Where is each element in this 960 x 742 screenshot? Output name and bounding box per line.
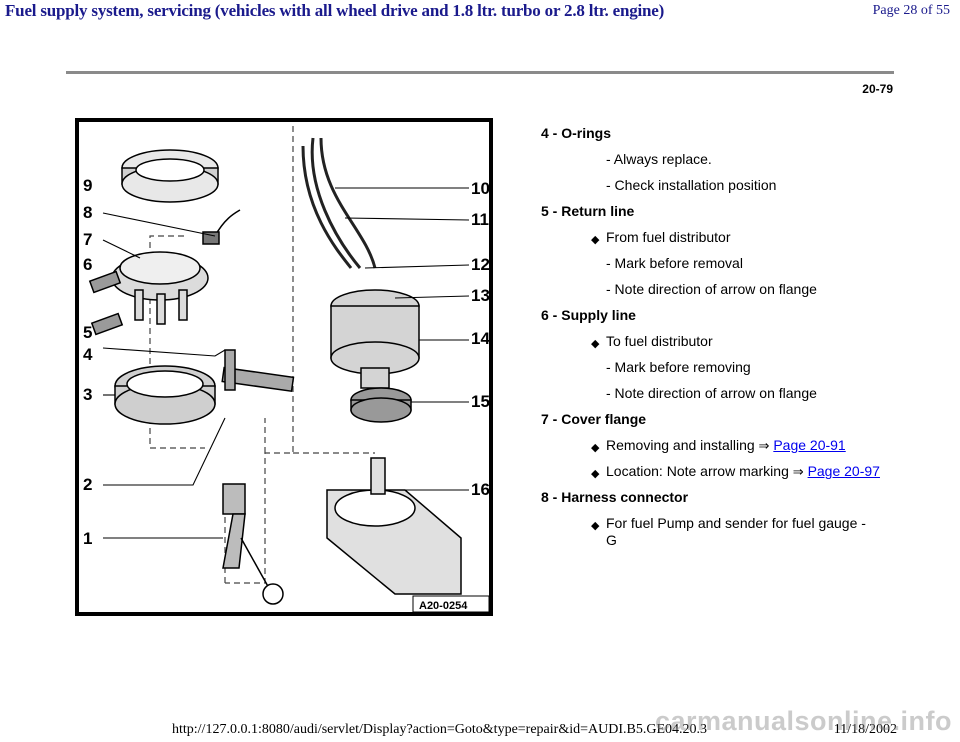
instruction-line: - Always replace. bbox=[606, 151, 712, 167]
diamond-bullet-icon: ◆ bbox=[591, 520, 600, 532]
item-heading: 5 - Return line bbox=[541, 203, 635, 219]
footer-url: http://127.0.0.1:8080/audi/servlet/Displ… bbox=[172, 722, 707, 737]
instruction-line: - Check installation position bbox=[606, 177, 777, 193]
callout-10: 10 bbox=[471, 179, 490, 198]
footer-date: 11/18/2002 bbox=[833, 722, 897, 737]
callout-11: 11 bbox=[471, 210, 489, 229]
callout-8: 8 bbox=[83, 203, 92, 222]
callout-4: 4 bbox=[83, 345, 93, 364]
diamond-bullet-icon: ◆ bbox=[591, 338, 600, 350]
callout-12: 12 bbox=[471, 255, 490, 274]
item-heading: 6 - Supply line bbox=[541, 307, 636, 323]
page-link-20-91[interactable]: Page 20-91 bbox=[773, 437, 846, 453]
callout-3: 3 bbox=[83, 385, 92, 404]
bullet-line: ◆To fuel distributor bbox=[589, 333, 901, 350]
legend-list: 4 - O-rings - Always replace. - Check in… bbox=[541, 125, 901, 558]
ring-nut-part bbox=[121, 149, 219, 203]
bullet-line: ◆Location: Note arrow marking ⇒ Page 20-… bbox=[589, 463, 901, 480]
callout-6: 6 bbox=[83, 255, 92, 274]
bullet-line: ◆Removing and installing ⇒ Page 20-91 bbox=[589, 437, 901, 454]
instruction-line: - Note direction of arrow on flange bbox=[606, 385, 817, 401]
callout-5: 5 bbox=[83, 323, 92, 342]
item-heading: 8 - Harness connector bbox=[541, 489, 689, 505]
diamond-bullet-icon: ◆ bbox=[591, 468, 600, 480]
document-title: Fuel supply system, servicing (vehicles … bbox=[5, 1, 665, 20]
instruction-line: - Mark before removal bbox=[606, 255, 743, 271]
callout-1: 1 bbox=[83, 529, 92, 548]
bullet-line: ◆For fuel Pump and sender for fuel gauge… bbox=[591, 515, 866, 548]
section-page-number: 20-79 bbox=[862, 82, 893, 96]
item-heading: 7 - Cover flange bbox=[541, 411, 647, 427]
callout-16: 16 bbox=[471, 480, 490, 499]
item-heading: 4 - O-rings bbox=[541, 125, 612, 141]
callout-15: 15 bbox=[471, 392, 490, 411]
arrow-right-icon: ⇒ bbox=[792, 464, 804, 479]
instruction-line: - Mark before removing bbox=[606, 359, 751, 375]
callout-2: 2 bbox=[83, 475, 92, 494]
exploded-view-diagram: 1 2 3 4 5 6 7 8 9 10 11 12 13 14 15 16 A… bbox=[75, 118, 493, 616]
header-rule bbox=[66, 71, 894, 74]
callout-7: 7 bbox=[83, 230, 92, 249]
page-link-20-97[interactable]: Page 20-97 bbox=[807, 463, 880, 479]
diamond-bullet-icon: ◆ bbox=[591, 442, 600, 454]
callout-9: 9 bbox=[83, 176, 92, 195]
arrow-right-icon: ⇒ bbox=[758, 438, 770, 453]
bullet-line: ◆From fuel distributor bbox=[589, 229, 901, 246]
callout-14: 14 bbox=[471, 329, 490, 348]
figure-code: A20-0254 bbox=[419, 600, 468, 612]
page-indicator: Page 28 of 55 bbox=[872, 3, 950, 18]
instruction-line: - Note direction of arrow on flange bbox=[606, 281, 817, 297]
diamond-bullet-icon: ◆ bbox=[591, 234, 600, 246]
callout-13: 13 bbox=[471, 286, 490, 305]
watermark: carmanualsonline.info bbox=[654, 706, 952, 736]
